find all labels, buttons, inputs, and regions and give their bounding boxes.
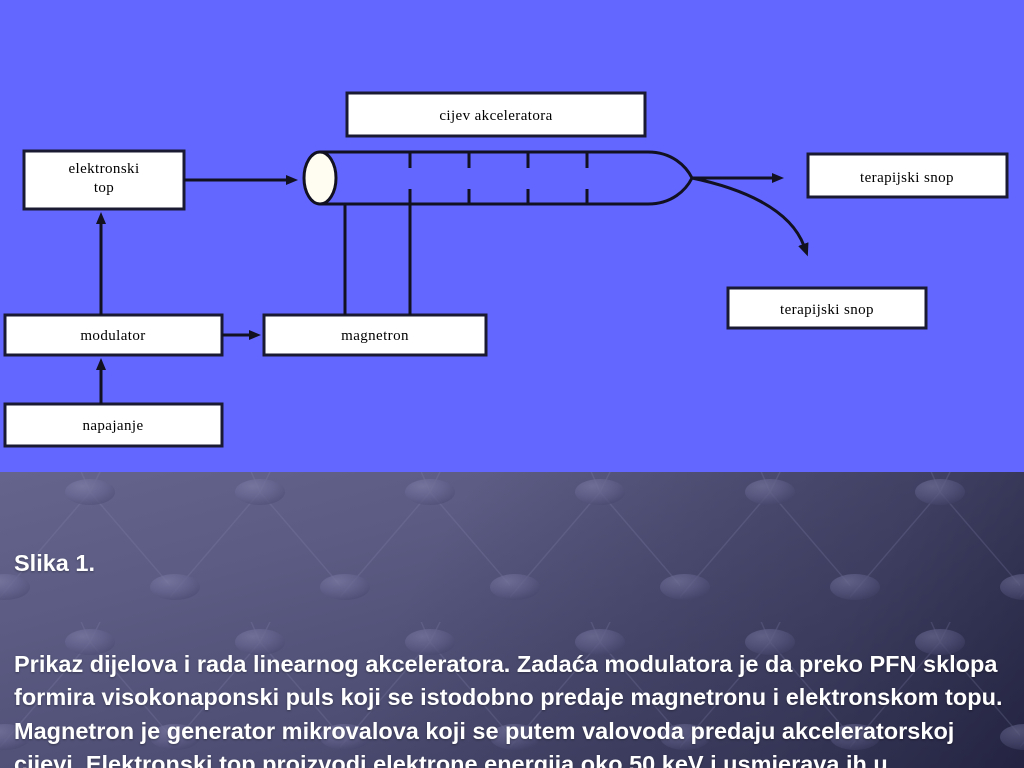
- node-label-terapijski-snop-gornji: terapijski snop: [860, 170, 954, 186]
- connector-waveguide-left: [330, 202, 347, 315]
- node-box: [22, 149, 186, 211]
- node-label-napajanje: napajanje: [82, 418, 143, 434]
- node-box: [345, 91, 647, 138]
- node-modulator[interactable]: modulator: [3, 313, 224, 357]
- node-cijev-akceleratora[interactable]: cijev akceleratora: [345, 91, 647, 138]
- tube-entry-window: [302, 150, 338, 206]
- accelerator-tube: [302, 150, 694, 206]
- node-label-terapijski-snop-donji: terapijski snop: [780, 302, 874, 318]
- diagram-panel: cijev akceleratora elektronski top modul…: [0, 0, 1024, 472]
- node-box: [806, 152, 1009, 199]
- node-label-magnetron: magnetron: [341, 328, 409, 344]
- node-box: [3, 402, 224, 448]
- caption-panel: Slika 1. Prikaz dijelova i rada linearno…: [0, 472, 1024, 768]
- node-label-elektronski-top-line1: elektronski: [68, 161, 139, 177]
- connector-tube-to-terapijski-snop-donji: [691, 176, 809, 257]
- node-terapijski-snop-gornji[interactable]: terapijski snop: [806, 152, 1009, 199]
- linear-accelerator-diagram: cijev akceleratora elektronski top modul…: [3, 91, 1009, 448]
- caption-title: Slika 1.: [14, 550, 95, 576]
- node-terapijski-snop-donji[interactable]: terapijski snop: [726, 286, 928, 330]
- node-label-modulator: modulator: [80, 328, 145, 344]
- node-magnetron[interactable]: magnetron: [262, 313, 488, 357]
- node-box: [262, 313, 488, 357]
- node-napajanje[interactable]: napajanje: [3, 402, 224, 448]
- caption-text-block: Slika 1. Prikaz dijelova i rada linearno…: [14, 480, 1004, 768]
- node-label-cijev-akceleratora: cijev akceleratora: [439, 108, 552, 124]
- node-box: [3, 313, 224, 357]
- tube-outline: [320, 150, 694, 206]
- node-box: [726, 286, 928, 330]
- node-elektronski-top[interactable]: elektronski top: [22, 149, 186, 211]
- caption-body: Prikaz dijelova i rada linearnog akceler…: [14, 650, 1003, 768]
- node-label-elektronski-top-line2: top: [94, 180, 114, 196]
